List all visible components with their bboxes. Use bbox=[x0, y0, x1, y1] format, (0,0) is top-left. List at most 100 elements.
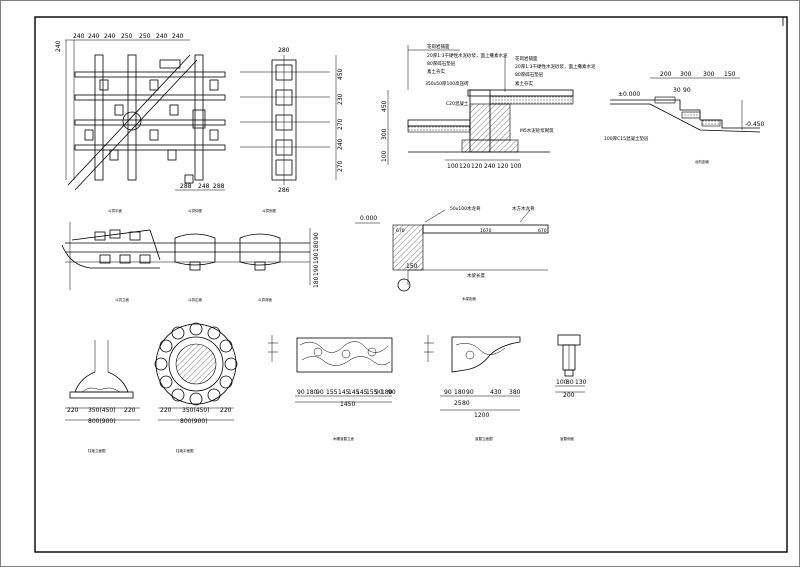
sub-dim: 80 bbox=[462, 400, 470, 407]
beam-detail: 0.000 670 1670 670 50x100木龙骨 木方木龙骨 150 木… bbox=[355, 205, 549, 301]
dim-total: 200 bbox=[563, 392, 575, 399]
dim-label: 90 bbox=[444, 389, 452, 396]
dim-label: 180 bbox=[306, 389, 318, 396]
dim-label: 90 bbox=[388, 389, 396, 396]
note: 20厚1:3干硬性水泥砂浆，面上撒素水泥 bbox=[515, 63, 596, 70]
eave-elevation: 90 180 190 190 180 斗拱立面 斗拱正面 斗拱背面 bbox=[61, 222, 320, 302]
level-bottom: -0.450 bbox=[745, 121, 765, 128]
dim-label: 190 bbox=[313, 252, 320, 264]
dim-label: 220 bbox=[67, 407, 79, 414]
caption: 斗拱正面 bbox=[188, 297, 202, 302]
note: 20厚1:3干硬性水泥砂浆，面上撒素水泥 bbox=[427, 52, 508, 59]
dim-label: 380 bbox=[509, 389, 521, 396]
dim-label: 288 bbox=[180, 183, 192, 190]
dim-label: 90 bbox=[375, 389, 383, 396]
caption: 木雕雀替立面 bbox=[333, 436, 354, 441]
beam-label: 670 bbox=[538, 228, 547, 234]
dim-label: 155 bbox=[326, 389, 338, 396]
dim-label: 180 bbox=[313, 240, 320, 252]
dim-label: 240 bbox=[172, 33, 184, 40]
dim-label: 120 bbox=[459, 163, 471, 170]
beam-label: 670 bbox=[396, 228, 405, 234]
wall-notes-left: 花岗岩铺面 20厚1:3干硬性水泥砂浆，面上撒素水泥 80厚碎石垫层 素土夯实 bbox=[408, 43, 508, 75]
dim-label: 180 bbox=[454, 389, 466, 396]
caption: 斗拱平面 bbox=[108, 208, 122, 213]
dim-label: 430 bbox=[490, 389, 502, 396]
column-base-plan: 220 350(450) 220 800(900) 柱础平面图 bbox=[154, 322, 238, 453]
note: 素土夯实 bbox=[427, 68, 445, 75]
dim-label: 190 bbox=[313, 264, 320, 276]
beam-dim: 150 bbox=[406, 263, 418, 270]
dim-label: 240 bbox=[73, 33, 85, 40]
bracket-short: 90 180 90 430 380 25 80 1200 雀替立面图 bbox=[424, 335, 521, 441]
note: 80厚碎石垫层 bbox=[515, 71, 544, 78]
dim-label: 240 bbox=[156, 33, 168, 40]
dim-label: 300 bbox=[381, 128, 388, 140]
dim-label: 230 bbox=[337, 93, 344, 105]
level-top: ±0.000 bbox=[618, 91, 640, 98]
side-plan-top-dim: 280 bbox=[278, 47, 290, 54]
bracket-long-dims: 90 180 90 155 145 145 145 155 90 180 90 bbox=[295, 389, 396, 397]
caption: 斗拱侧视 bbox=[262, 208, 276, 213]
caption: 柱础立面图 bbox=[88, 448, 106, 453]
caption: 雀替侧面 bbox=[560, 436, 574, 441]
caption: 斗拱仰视 bbox=[188, 208, 202, 213]
dim-label: 450 bbox=[381, 100, 388, 112]
dim-label: 350(450) bbox=[88, 407, 116, 414]
base-note: M5水泥砂浆砌筑 bbox=[520, 127, 554, 134]
dim-label: 150 bbox=[724, 71, 736, 78]
bracket-side: 100 80 130 200 雀替侧面 bbox=[555, 334, 587, 441]
dim-label: 90 bbox=[313, 232, 320, 240]
dim-label: 120 bbox=[497, 163, 509, 170]
dim-label: 90 bbox=[466, 389, 474, 396]
dim-label: 270 bbox=[337, 118, 344, 130]
note: 80厚碎石垫层 bbox=[427, 60, 456, 67]
dim-label: 155 bbox=[366, 389, 378, 396]
dim-label: 220 bbox=[124, 407, 136, 414]
caption: 木梁剖面 bbox=[462, 296, 476, 301]
plan-top-dims: 240 240 240 250 250 240 240 bbox=[73, 33, 184, 40]
wall-section: 花岗岩铺面 20厚1:3干硬性水泥砂浆，面上撒素水泥 80厚碎石垫层 素土夯实 … bbox=[381, 43, 596, 170]
caption: 柱础平面图 bbox=[176, 448, 194, 453]
dim-total: 800(900) bbox=[180, 418, 208, 425]
dim-label: 350(450) bbox=[182, 407, 210, 414]
sub-dim: 25 bbox=[454, 400, 462, 407]
rosette-petals bbox=[154, 322, 238, 406]
dim-label: 180 bbox=[381, 389, 393, 396]
dim-label: 270 bbox=[337, 160, 344, 172]
dim-label: 100 bbox=[556, 379, 568, 386]
dim-label: 240 bbox=[484, 163, 496, 170]
dim-total: 800(900) bbox=[88, 418, 116, 425]
dim-label: 100 bbox=[447, 163, 459, 170]
beam-length: 木梁长度 bbox=[467, 272, 485, 279]
dim-label: 220 bbox=[160, 407, 172, 414]
step-dim: 90 bbox=[683, 87, 691, 94]
stair-section: 200 300 300 150 ±0.000 30 90 -0.450 100厚… bbox=[604, 71, 765, 164]
dim-label: 250 bbox=[121, 33, 133, 40]
side-plan-bottom-dim: 286 bbox=[278, 187, 290, 194]
dim-label: 240 bbox=[337, 138, 344, 150]
dim-label: 450 bbox=[337, 68, 344, 80]
side-plan-dims: 450 230 270 240 270 bbox=[337, 68, 344, 172]
note: 素土夯实 bbox=[515, 80, 533, 87]
dim-label: 80 bbox=[566, 379, 574, 386]
dim-label: 100 bbox=[381, 150, 388, 162]
dim-label: 100 bbox=[510, 163, 522, 170]
left-dim-label: 240 bbox=[55, 40, 62, 52]
note: 花岗岩铺面 bbox=[515, 55, 538, 62]
dim-label: 240 bbox=[88, 33, 100, 40]
caption: 斗拱背面 bbox=[258, 297, 272, 302]
wall-notes-right: 花岗岩铺面 20厚1:3干硬性水泥砂浆，面上撒素水泥 80厚碎石垫层 素土夯实 bbox=[504, 55, 596, 92]
beam-note-top: 50x100木龙骨 bbox=[450, 205, 481, 212]
dim-label: 200 bbox=[660, 71, 672, 78]
dim-label: 180 bbox=[313, 276, 320, 288]
dim-label: 300 bbox=[680, 71, 692, 78]
beam-note-right: 木方木龙骨 bbox=[512, 205, 535, 212]
dim-label: 145 bbox=[356, 389, 368, 396]
caption: 雀替立面图 bbox=[475, 436, 493, 441]
note: 花岗岩铺面 bbox=[427, 43, 450, 50]
stair-note: 100厚C15混凝土垫层 bbox=[604, 135, 649, 142]
dim-label: 300 bbox=[703, 71, 715, 78]
